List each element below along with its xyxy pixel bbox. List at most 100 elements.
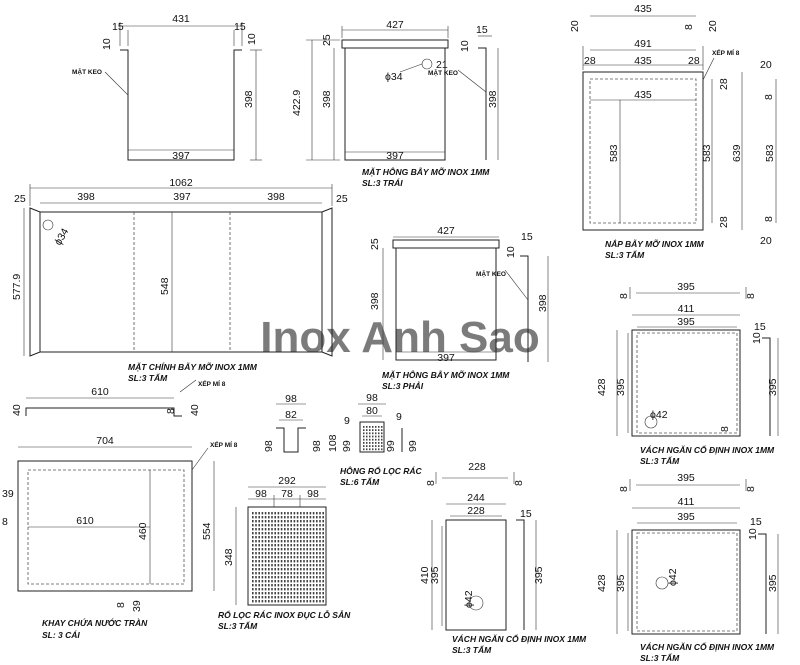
- caption-mat-hong-trai: MẶT HÔNG BẪY MỠ INOX 1MM: [362, 166, 490, 177]
- note-xep-mi-2: XẾP MÍ 8: [198, 378, 226, 388]
- dim-80: 80: [366, 405, 378, 417]
- dim-8: 8: [165, 408, 177, 414]
- dim-99-c: 99: [407, 440, 419, 452]
- dim-8-c: 8: [719, 426, 731, 432]
- dim-39-b: 39: [131, 600, 143, 612]
- dim-25-left: 25: [14, 193, 26, 205]
- caption-vach-2-qty: SL:3 TẤM: [452, 644, 492, 655]
- dim-395-b: 395: [677, 511, 695, 523]
- dim-397: 397: [172, 150, 190, 162]
- dim-99-b: 99: [385, 440, 397, 452]
- dim-427: 427: [437, 225, 455, 237]
- dim-460: 460: [137, 522, 149, 540]
- dim-422.9: 422.9: [291, 90, 303, 116]
- caption-hong-ro: HÔNG RỔ LỌC RÁC: [340, 465, 423, 476]
- dim-98-a: 98: [255, 488, 267, 500]
- part-mat-hong-phai: 427 25 398 397 15 10 398 MẶT KEO MẶT HÔN…: [369, 225, 549, 391]
- part-vach-ngan-3: 395 8 8 411 395 15 10 428 395 ϕ42 395 VÁ…: [596, 472, 779, 663]
- dim-435-top: 435: [634, 3, 652, 15]
- dim-s583: 583: [764, 144, 776, 162]
- ro-loc-perforation: [252, 512, 324, 603]
- dim-82: 82: [285, 409, 297, 421]
- dim-583-a: 583: [608, 144, 620, 162]
- dim-10: 10: [747, 528, 759, 540]
- dim-704: 704: [96, 435, 114, 447]
- note-mat-keo-2: MẶT KEO: [428, 68, 458, 77]
- hong-ro-holes: [363, 426, 383, 451]
- caption-mat-chinh-qty: SL:3 TẤM: [128, 372, 168, 383]
- caption-hong-ro-qty: SL:6 TẤM: [340, 476, 380, 487]
- dim-15-right: 15: [234, 21, 246, 33]
- dim-244: 244: [467, 492, 485, 504]
- dim-40-a: 40: [11, 404, 23, 416]
- dim-395-d: 395: [767, 378, 779, 396]
- dim-15: 15: [754, 321, 766, 333]
- dim-28-c: 28: [718, 78, 730, 90]
- dim-548: 548: [159, 277, 171, 295]
- dim-phi42: ϕ42: [463, 590, 475, 608]
- caption-nap-qty: SL:3 TẤM: [605, 249, 645, 260]
- dim-8-b: 8: [745, 486, 757, 492]
- dim-292: 292: [278, 475, 296, 487]
- dim-395-a: 395: [677, 472, 695, 484]
- dim-9-a: 9: [344, 415, 350, 427]
- dim-8-a: 8: [618, 293, 630, 299]
- dim-398-b: 398: [267, 191, 285, 203]
- dim-10: 10: [459, 40, 471, 52]
- caption-nap: NẮP BẪY MỠ INOX 1MM: [605, 238, 705, 249]
- dim-491: 491: [634, 38, 652, 50]
- caption-vach-3-qty: SL:3 TẤM: [640, 652, 680, 663]
- dim-10-left: 10: [101, 38, 113, 50]
- dim-8-a: 8: [425, 480, 437, 486]
- dim-583-b: 583: [701, 144, 713, 162]
- part-hong-ro-loc: 98 9 80 9 108 99 99 99 HÔNG RỔ LỌC RÁC S…: [327, 392, 423, 487]
- part-mat-keo-channel: 431 15 15 10 10 398 397 MẶT KEO: [72, 13, 262, 162]
- dim-610: 610: [91, 386, 109, 398]
- dim-s8-b: 8: [763, 216, 775, 222]
- dim-phi34: ϕ34: [52, 226, 71, 247]
- caption-vach-1: VÁCH NGĂN CỐ ĐỊNH INOX 1MM: [640, 444, 775, 455]
- dim-435-b: 435: [634, 55, 652, 67]
- dim-98-c: 98: [311, 440, 323, 452]
- dim-98-a: 98: [285, 393, 297, 405]
- dim-25-right: 25: [336, 193, 348, 205]
- note-mat-keo-3: MẶT KEO: [476, 269, 506, 278]
- note-mat-keo-1: MẶT KEO: [72, 67, 102, 76]
- dim-25: 25: [321, 34, 333, 46]
- dim-395-b: 395: [533, 566, 545, 584]
- note-xep-mi-3: XẾP MÍ 8: [210, 439, 238, 449]
- dim-398-side: 398: [487, 90, 499, 108]
- dim-1062: 1062: [169, 177, 193, 189]
- dim-15: 15: [521, 231, 533, 243]
- part-vach-ngan-2: 228 8 8 244 228 15 410 395 ϕ42 395 VÁCH …: [419, 461, 587, 655]
- dim-10: 10: [505, 246, 517, 258]
- dim-8-b: 8: [513, 480, 525, 486]
- dim-98-b: 98: [263, 440, 275, 452]
- dim-phi42: ϕ42: [667, 568, 679, 586]
- dim-395-c: 395: [615, 378, 627, 396]
- dim-8-a: 8: [618, 486, 630, 492]
- dim-431: 431: [172, 13, 190, 25]
- dim-428: 428: [596, 378, 608, 396]
- dim-15: 15: [520, 508, 532, 520]
- dim-phi34: ϕ34: [385, 71, 403, 83]
- dim-398-inner: 398: [321, 90, 333, 108]
- part-mat-chinh: 1062 25 398 397 398 25 ϕ34 577.9 548 MẶT…: [11, 177, 348, 383]
- dim-398: 398: [369, 292, 381, 310]
- part-strip-610: 610 40 8 40 XẾP MÍ 8: [11, 378, 226, 417]
- part-khay-chua-nuoc: 704 39 8 610 460 554 8 39 XẾP MÍ 8 KHAY …: [2, 435, 238, 640]
- dim-99-a: 99: [341, 440, 353, 452]
- watermark-text: Inox Anh Sao: [260, 313, 540, 362]
- caption-mat-hong-phai-qty: SL:3 PHẢI: [382, 380, 424, 391]
- dim-39-a: 39: [2, 488, 14, 500]
- dim-397: 397: [386, 150, 404, 162]
- caption-khay: KHAY CHỨA NƯỚC TRÀN: [42, 617, 148, 628]
- dim-395-d: 395: [767, 574, 779, 592]
- part-small-channel: 98 82 98 98: [263, 393, 323, 453]
- part-vach-ngan-1: 395 8 8 411 395 15 10 428 395 ϕ42 8 395 …: [596, 281, 779, 466]
- dim-395-b: 395: [677, 316, 695, 328]
- dim-228-b: 228: [467, 505, 485, 517]
- dim-8-a: 8: [683, 24, 695, 30]
- dim-398: 398: [243, 90, 255, 108]
- dim-28-d: 28: [718, 216, 730, 228]
